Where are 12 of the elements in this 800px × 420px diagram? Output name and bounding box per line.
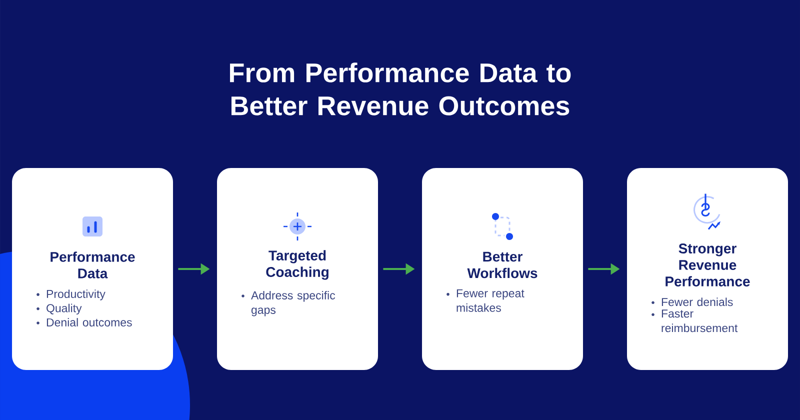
bullet-item: Address specific gaps [242,291,336,316]
card-heading: Better Workflows [467,252,538,278]
bullet-item: Fewer denials [652,298,733,306]
card-heading: Targeted Coaching [266,250,328,280]
bullet-item: Productivity [36,290,106,300]
bullet-item: Faster reimbursement [652,310,738,332]
card-heading: Performance Data [50,252,135,278]
bullet-item: Fewer repeat mistakes [446,289,524,312]
bullet-item: Quality [36,304,82,315]
bullet-item: Denial outcomes [36,318,132,326]
title: From Performance Data to Better Revenue Outcomes [230,62,571,116]
card-heading: Stronger Revenue Performance [666,244,750,286]
